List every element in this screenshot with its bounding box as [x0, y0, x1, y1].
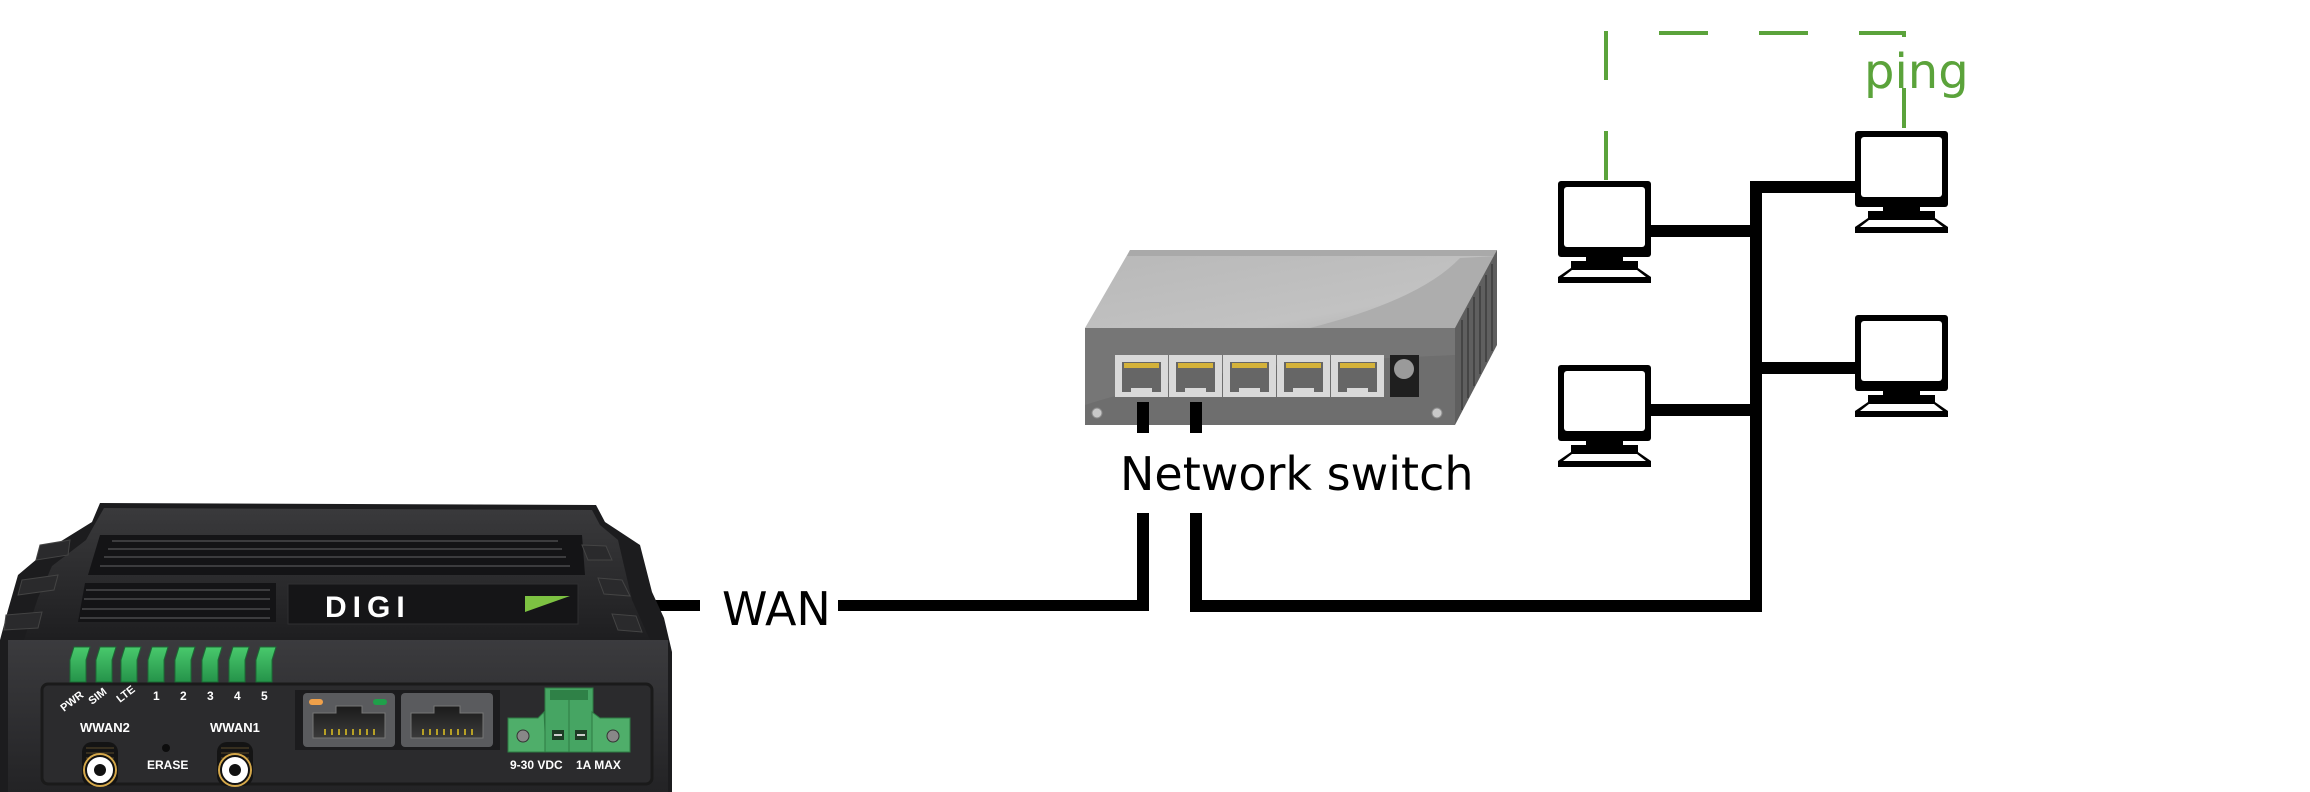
wwan2-antenna-connector[interactable]: [82, 742, 118, 787]
ping-label: ping: [1864, 44, 1969, 100]
led-label-5: 5: [261, 689, 268, 703]
router-leds: [69, 646, 277, 683]
computer-bottom-left[interactable]: [1558, 365, 1651, 467]
router-heatsink-lower: [78, 583, 276, 622]
wwan1-antenna-connector[interactable]: [217, 742, 253, 787]
wan-wire-horizontal: [838, 600, 1149, 611]
led-sim: [95, 646, 117, 683]
switch-port-2[interactable]: [1169, 355, 1222, 397]
led-4: [228, 646, 250, 683]
switch-port-4[interactable]: [1277, 355, 1330, 397]
power-current-label: 1A MAX: [576, 758, 621, 772]
computer-top-left[interactable]: [1558, 181, 1651, 283]
led-pwr: [69, 646, 91, 683]
router-brand-logo: DIGI: [325, 591, 411, 624]
branch-top-left: [1650, 225, 1756, 237]
lan-wire-vertical: [1190, 513, 1202, 612]
lan-bus-vertical: [1750, 181, 1762, 612]
led-5: [255, 646, 277, 683]
wan-wire-router-stub: [640, 600, 700, 611]
wan-wire-vertical: [1137, 513, 1149, 611]
router-brand-triangle-icon: [525, 596, 570, 612]
led-2: [174, 646, 196, 683]
led-label-3: 3: [207, 689, 214, 703]
lan-wire-horizontal: [1190, 600, 1762, 612]
wwan1-label: WWAN1: [210, 720, 260, 735]
wan-label: WAN: [722, 582, 831, 636]
led-label-1: 1: [153, 689, 160, 703]
computer-icon: [1558, 181, 1651, 283]
wwan2-label: WWAN2: [80, 720, 130, 735]
power-voltage-label: 9-30 VDC: [510, 758, 563, 772]
switch-screw-left: [1091, 407, 1103, 419]
branch-top-right: [1756, 181, 1858, 193]
led-1: [147, 646, 169, 683]
switch-port2-cable: [1190, 402, 1202, 433]
switch-port-3[interactable]: [1223, 355, 1276, 397]
router-ethernet-port-2[interactable]: [401, 693, 493, 747]
led-3: [201, 646, 223, 683]
router-side-grips: [3, 539, 643, 633]
computer-bottom-right[interactable]: [1855, 315, 1948, 417]
computer-top-right[interactable]: [1855, 131, 1948, 233]
switch-port-1[interactable]: [1115, 355, 1168, 397]
switch-screw-right: [1431, 407, 1443, 419]
router-ethernet-port-1[interactable]: [303, 693, 395, 747]
router-heatsink-upper: [88, 535, 585, 575]
switch-power-jack: [1390, 355, 1419, 397]
power-terminal-block[interactable]: [507, 687, 631, 753]
switch-side-vents: [1461, 264, 1493, 410]
network-switch[interactable]: [1085, 250, 1497, 433]
erase-label: ERASE: [147, 758, 188, 772]
network-switch-label: Network switch: [1120, 447, 1474, 501]
erase-button[interactable]: [162, 744, 170, 752]
digi-router[interactable]: DIGI PWR SIM LTE: [0, 503, 672, 792]
led-label-4: 4: [234, 689, 241, 703]
computer-icon: [1855, 315, 1948, 417]
branch-bottom-right: [1756, 362, 1858, 374]
led-lte: [120, 646, 142, 683]
switch-port1-cable: [1137, 402, 1149, 433]
switch-top-sheen: [1310, 256, 1497, 328]
branch-bottom-left: [1650, 404, 1756, 416]
led-label-2: 2: [180, 689, 187, 703]
switch-port-5[interactable]: [1331, 355, 1384, 397]
switch-top-highlight: [1127, 250, 1497, 256]
computer-icon: [1855, 131, 1948, 233]
computer-icon: [1558, 365, 1651, 467]
switch-ports: [1115, 355, 1384, 397]
